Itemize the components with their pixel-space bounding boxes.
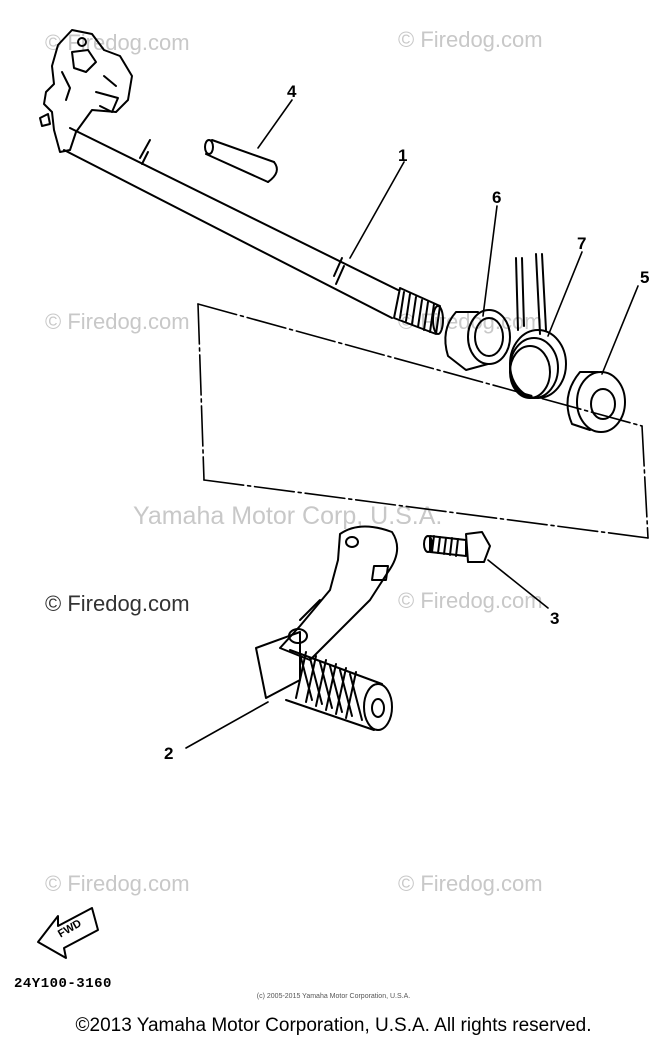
callout-part-4: 4 (287, 82, 297, 101)
spring-part-7 (509, 253, 567, 399)
watermark: © Firedog.com (398, 27, 543, 52)
footer-copyright: ©2013 Yamaha Motor Corporation, U.S.A. A… (75, 1015, 592, 1036)
seal-part-5 (566, 371, 626, 433)
fwd-arrow-icon (37, 907, 99, 959)
watermark-yamaha: Yamaha Motor Corp, U.S.A. (133, 502, 443, 530)
small-copyright: (c) 2005-2015 Yamaha Motor Corporation, … (256, 993, 411, 1000)
watermark: © Firedog.com (45, 871, 190, 896)
watermark: © Firedog.com (45, 309, 190, 334)
pin-part-4 (204, 139, 278, 183)
callout-part-1: 1 (398, 146, 408, 165)
callout-part-3: 3 (550, 609, 560, 628)
shift-pedal-part-2 (255, 525, 399, 731)
callout-part-2: 2 (164, 744, 174, 763)
callout-part-7: 7 (577, 234, 587, 253)
callout-part-5: 5 (640, 268, 650, 287)
alignment-guide (197, 303, 649, 539)
diagram-part-code: 24Y100-3160 (14, 976, 112, 992)
watermark: © Firedog.com (45, 591, 190, 616)
bolt-part-3 (423, 531, 491, 563)
leader-lines (185, 99, 639, 749)
callout-part-6: 6 (492, 188, 502, 207)
watermark: © Firedog.com (398, 588, 543, 613)
collar-part-6 (444, 309, 511, 371)
watermark: © Firedog.com (398, 871, 543, 896)
shift-shaft (39, 29, 444, 335)
